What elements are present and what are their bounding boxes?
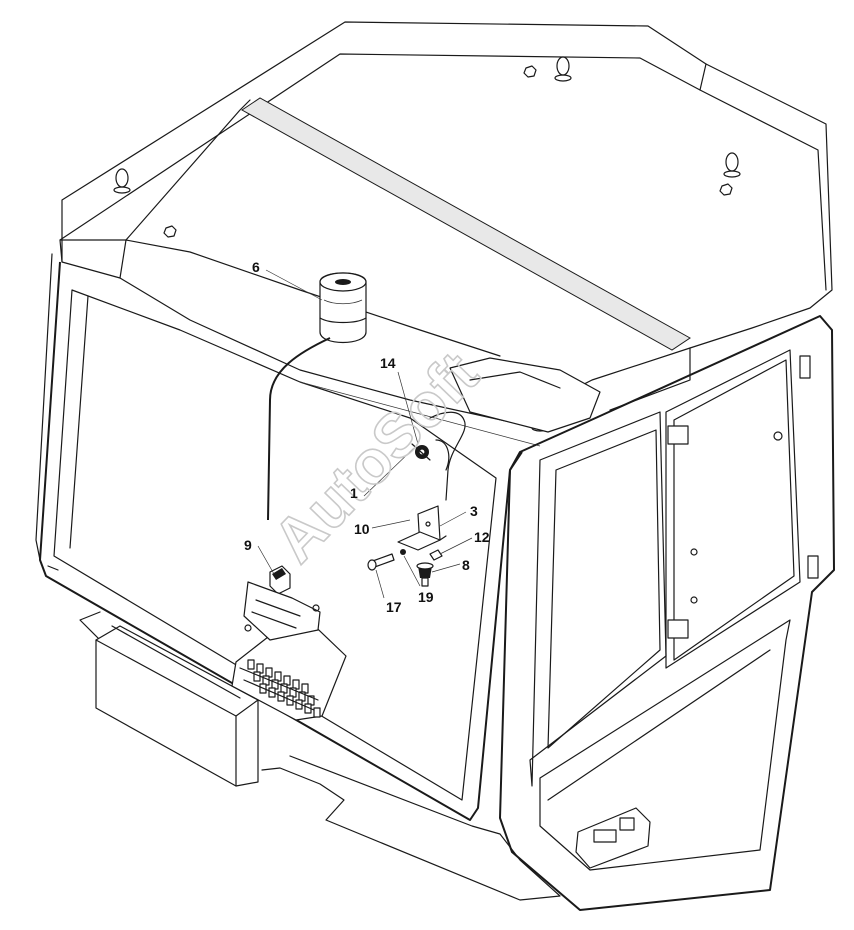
nut-12 <box>429 549 443 561</box>
callout-9: 9 <box>244 537 252 553</box>
lifting-eye-right <box>723 152 741 178</box>
bolt-8 <box>416 562 434 587</box>
callout-12: 12 <box>474 529 490 545</box>
leader-lines <box>257 269 473 599</box>
fuse-cell <box>253 671 261 682</box>
socket-assembly <box>397 411 466 587</box>
callouts: 6 14 1 10 3 12 9 8 19 17 <box>244 259 490 615</box>
roof-nut-2 <box>523 65 537 78</box>
door-hinge-top <box>667 425 689 445</box>
storage-box <box>95 625 259 787</box>
callout-8: 8 <box>462 557 470 573</box>
roof-nut-1 <box>163 225 177 238</box>
callout-6: 6 <box>252 259 260 275</box>
cab-floor <box>79 611 561 901</box>
washer-19 <box>400 549 406 555</box>
callout-1: 1 <box>350 485 358 501</box>
beacon-cable <box>267 337 331 521</box>
callout-17: 17 <box>386 599 402 615</box>
lifting-eye-top <box>554 56 572 82</box>
beacon-light <box>319 272 367 343</box>
fuse-relay-panel <box>231 581 347 721</box>
side-door <box>499 315 835 911</box>
cab-roof <box>59 21 833 433</box>
fuse-cell <box>247 659 255 670</box>
connector-9 <box>269 565 291 595</box>
fuse-cell <box>313 707 321 718</box>
roof-nut-3 <box>719 183 733 196</box>
door-hinge-rb <box>807 555 819 579</box>
screw-17 <box>367 553 395 571</box>
callout-3: 3 <box>470 503 478 519</box>
lifting-eye-left <box>113 168 131 194</box>
callout-19: 19 <box>418 589 434 605</box>
door-hinge-rt <box>799 355 811 379</box>
callout-10: 10 <box>354 521 370 537</box>
callout-14: 14 <box>380 355 396 371</box>
door-hinge-bottom <box>667 619 689 639</box>
